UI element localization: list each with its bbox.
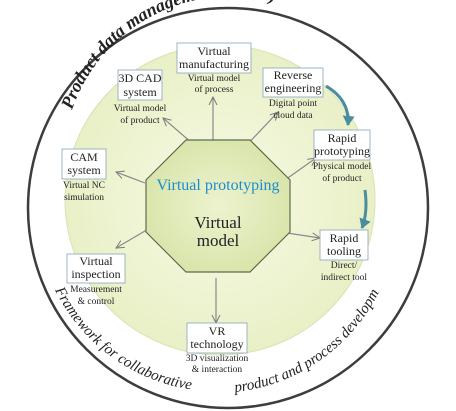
svg-text:Virtual NC: Virtual NC	[63, 181, 105, 191]
center-subtitle-line2: model	[197, 231, 240, 250]
svg-text:& interaction: & interaction	[192, 365, 243, 375]
node-box	[176, 42, 252, 74]
svg-text:Physical model: Physical model	[313, 162, 372, 172]
node-reverse-engineering: Reverse engineering Digital point cloud …	[262, 67, 324, 121]
node-3d-cad-system: 3D CAD system Virtual model of product	[114, 69, 167, 126]
svg-text:manufacturing: manufacturing	[179, 57, 249, 71]
svg-text:3D CAD: 3D CAD	[118, 71, 161, 85]
flow-arrow-re-to-rp	[325, 84, 355, 126]
node-vr-technology: VR technology 3D visualization & interac…	[186, 322, 249, 375]
svg-text:tooling: tooling	[327, 244, 361, 258]
svg-text:Digital point: Digital point	[269, 99, 318, 109]
virtual-model-octagon	[145, 139, 291, 273]
svg-text:& control: & control	[78, 297, 115, 307]
svg-text:indirect tool: indirect tool	[321, 273, 368, 283]
svg-text:Virtual model: Virtual model	[114, 104, 167, 114]
node-box	[186, 322, 248, 354]
center-subtitle-line1: Virtual	[194, 213, 241, 232]
svg-text:VR: VR	[209, 324, 226, 338]
flow-arrow-rp-to-rt	[359, 189, 371, 229]
svg-text:Reverse: Reverse	[274, 68, 313, 82]
svg-text:of process: of process	[195, 84, 234, 95]
center-title: Virtual prototyping	[156, 177, 279, 194]
svg-text:inspection: inspection	[71, 267, 120, 281]
arrow-rapid-tooling	[286, 232, 320, 238]
node-box	[61, 148, 107, 180]
svg-text:technology: technology	[190, 337, 243, 351]
svg-text:prototyping: prototyping	[314, 144, 370, 158]
node-cam-system: CAM system Virtual NC simulation	[61, 148, 107, 203]
svg-text:system: system	[67, 163, 101, 177]
svg-text:of product: of product	[322, 173, 362, 184]
arrow-rapid-prototyping	[284, 158, 316, 181]
process-flow-arrows	[325, 84, 371, 229]
arrow-virtual-inspection	[116, 227, 151, 248]
node-box	[66, 253, 126, 284]
svg-text:system: system	[123, 85, 157, 99]
node-virtual-inspection: Virtual inspection Measurement & control	[66, 253, 126, 307]
node-virtual-manufacturing: Virtual manufacturing Virtual model of p…	[176, 42, 252, 95]
svg-text:Virtual: Virtual	[79, 254, 113, 268]
node-box	[319, 229, 369, 261]
node-rapid-prototyping: Rapid prototyping Physical model of prod…	[313, 129, 372, 184]
svg-text:Virtual model: Virtual model	[188, 74, 241, 84]
svg-text:cloud data: cloud data	[273, 111, 313, 121]
svg-text:3D visualization: 3D visualization	[186, 354, 249, 364]
svg-text:Virtual: Virtual	[197, 44, 231, 58]
node-box	[117, 69, 163, 101]
svg-text:Rapid: Rapid	[330, 231, 359, 245]
svg-text:engineering: engineering	[265, 81, 322, 95]
node-box	[262, 67, 324, 98]
svg-text:of product: of product	[120, 115, 160, 126]
svg-text:Direct/: Direct/	[331, 261, 358, 271]
svg-text:Rapid: Rapid	[328, 131, 357, 145]
svg-text:CAM: CAM	[70, 150, 98, 164]
connector-arrows	[116, 97, 320, 323]
svg-text:Measurement: Measurement	[70, 285, 122, 295]
svg-text:simulation: simulation	[64, 193, 104, 203]
node-box	[313, 129, 371, 161]
node-rapid-tooling: Rapid tooling Direct/ indirect tool	[319, 229, 369, 283]
arrow-cam-system	[116, 172, 146, 184]
